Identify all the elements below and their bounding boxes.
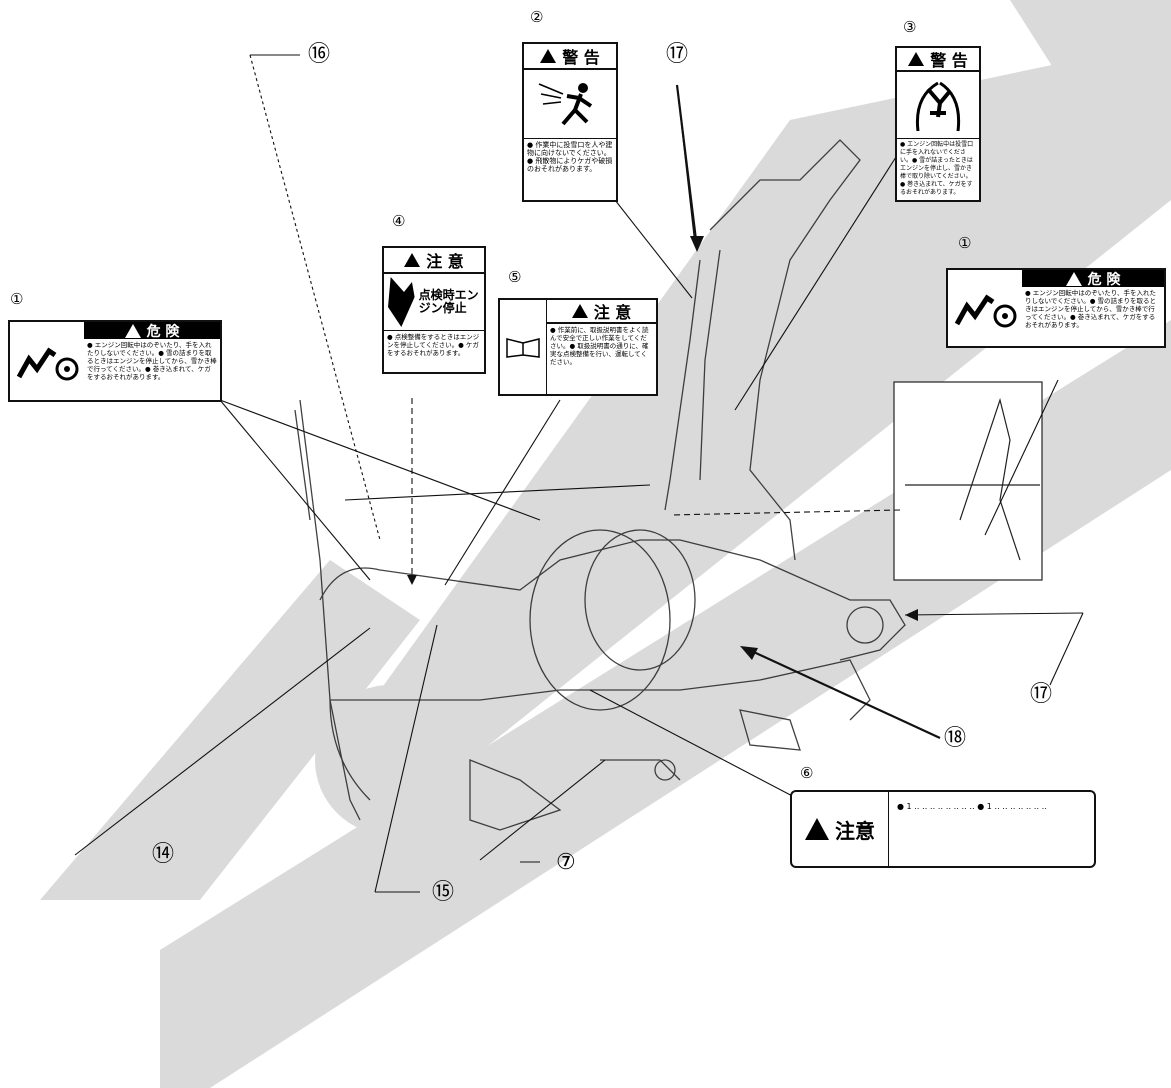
callout-14: ⑭	[152, 842, 175, 867]
machine-outline	[294, 139, 906, 831]
danger-text: ● エンジン回転中はのぞいたり、手を入れたりしないでください。● 雪の詰まりを取…	[87, 341, 217, 381]
danger-header: 危 険	[1022, 270, 1164, 288]
warning-title: 警 告	[930, 51, 968, 70]
warning-triangle-icon	[805, 818, 829, 840]
callout-2: ②	[530, 8, 544, 26]
caution-text: ● 作業前に、取扱説明書をよく読んで安全で正しい作業をしてください。● 取扱説明…	[550, 326, 649, 366]
warning-text: ● エンジン回転中は投雪口に手を入れないでください。● 雪が詰まったときはエンジ…	[900, 141, 974, 196]
callout-16: ⑯	[308, 42, 331, 67]
warning-title: 警 告	[562, 48, 600, 67]
warning-header: 警 告	[524, 44, 616, 70]
pinch-hazard-icon	[10, 322, 84, 400]
thrown-object-icon	[524, 70, 616, 139]
caution-label-manual: 注 意 ● 作業前に、取扱説明書をよく読んで安全で正しい作業をしてください。● …	[498, 298, 658, 396]
caution-header: 注 意	[384, 248, 484, 274]
warning-triangle-icon	[124, 323, 141, 338]
danger-label-left: 危 険 ● エンジン回転中はのぞいたり、手を入れたりしないでください。● 雪の詰…	[8, 320, 222, 402]
warning-triangle-icon	[404, 253, 421, 267]
caution-header: 注 意	[547, 300, 656, 324]
pinch-hazard-icon	[948, 270, 1022, 346]
arrow-heads	[407, 236, 918, 660]
hand-pinch-icon	[388, 277, 415, 327]
callout-15: ⑮	[432, 880, 455, 905]
warning-triangle-icon	[908, 52, 925, 66]
caution-text: ● 1 ‥ ‥ ‥ ‥ ‥ ‥ ‥ ‥ ● 1 ‥ ‥ ‥ ‥ ‥ ‥ ‥	[897, 802, 1048, 811]
caution-text: ● 点検整備をするときはエンジンを停止してください。● ケガをするおそれがありま…	[387, 333, 480, 357]
callout-17-right: ⑰	[1030, 682, 1053, 707]
warning-label-discharge: 警 告 ● 作業中に投雪口を人や建物に向けないでください。● 飛散物によりケガや…	[522, 42, 618, 202]
callout-18: ⑱	[944, 726, 967, 751]
danger-text: ● エンジン回転中はのぞいたり、手を入れたりしないでください。● 雪の詰まりを取…	[1025, 289, 1157, 329]
caution-label-6: 注意 ● 1 ‥ ‥ ‥ ‥ ‥ ‥ ‥ ‥ ● 1 ‥ ‥ ‥ ‥ ‥ ‥ ‥	[790, 790, 1096, 868]
callout-4: ④	[392, 212, 406, 230]
manual-book-icon	[500, 300, 547, 394]
warning-triangle-icon	[540, 49, 557, 63]
callout-6: ⑥	[800, 764, 814, 782]
leader-lines	[74, 54, 1084, 893]
callout-17-top: ⑰	[666, 42, 689, 67]
caution-side-text: 点検時エンジン停止	[418, 288, 479, 315]
warning-text: ● 作業中に投雪口を人や建物に向けないでください。● 飛散物によりケガや破損のお…	[527, 141, 613, 173]
callout-3: ③	[903, 18, 917, 36]
callout-7: ⑦	[556, 850, 576, 875]
warning-triangle-icon	[1065, 271, 1082, 286]
warning-label-chute: 警 告 ● エンジン回転中は投雪口に手を入れないでください。● 雪が詰まったとき…	[895, 46, 981, 202]
callout-5: ⑤	[508, 268, 522, 286]
hand-in-chute-icon	[897, 72, 979, 139]
danger-header: 危 険	[84, 322, 220, 340]
danger-label-right: 危 険 ● エンジン回転中はのぞいたり、手を入れたりしないでください。● 雪の詰…	[946, 268, 1166, 348]
caution-label-inspect: 注 意 点検時エンジン停止 ● 点検整備をするときはエンジンを停止してください。…	[382, 246, 486, 374]
caution-title: 注意	[835, 818, 875, 843]
warning-triangle-icon	[571, 304, 588, 318]
danger-title: 危 険	[146, 323, 180, 340]
caution-header: 注意	[792, 792, 889, 866]
inset-detail-box	[893, 381, 1043, 581]
caution-title: 注 意	[426, 252, 464, 271]
callout-1-left: ①	[10, 290, 24, 308]
danger-title: 危 険	[1087, 271, 1121, 288]
callout-1-right: ①	[958, 234, 972, 252]
warning-header: 警 告	[897, 48, 979, 72]
caution-title: 注 意	[593, 303, 632, 322]
